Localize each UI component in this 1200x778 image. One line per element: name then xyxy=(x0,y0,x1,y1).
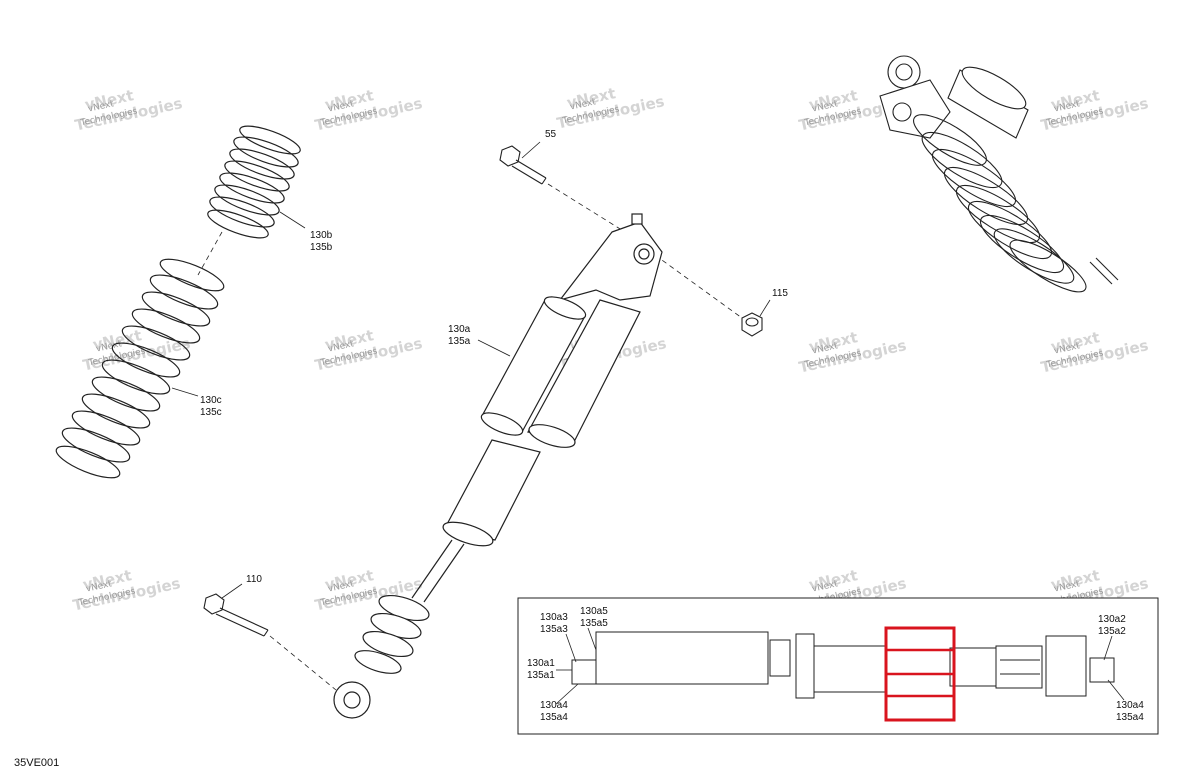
leader-line xyxy=(221,583,243,599)
callout-130a4-left: 130a4 xyxy=(540,700,568,711)
watermark: vNext Technologies vNext Technologies xyxy=(313,86,424,134)
inset-leaders xyxy=(555,627,1125,705)
nut-115 xyxy=(741,312,763,337)
bolt-alignment-line xyxy=(547,183,626,233)
callout-115: 115 xyxy=(772,288,788,299)
watermark: vNext Technologies vNext Technologies xyxy=(81,326,192,374)
figure-code: 35VE001 xyxy=(14,757,60,769)
bolt-alignment-line xyxy=(269,635,337,691)
upper-spring xyxy=(207,125,301,239)
watermark: vNext Technologies vNext Technologies xyxy=(1039,328,1150,376)
callout-130a1: 130a1 xyxy=(527,658,555,669)
bolt-110 xyxy=(203,593,269,637)
callout-135c: 135c xyxy=(200,407,222,418)
callout-135a4-right: 135a4 xyxy=(1116,712,1144,723)
callout-130c: 130c xyxy=(200,395,222,406)
inset-shock-body xyxy=(571,631,1115,699)
leader-line xyxy=(521,141,541,159)
leader-line xyxy=(279,211,306,229)
callout-130a2: 130a2 xyxy=(1098,614,1126,625)
callout-130b: 130b xyxy=(310,230,333,241)
callout-130a: 130a xyxy=(448,324,471,335)
bolt-55 xyxy=(499,145,547,185)
callout-135a5: 135a5 xyxy=(580,618,608,629)
callout-135a2: 135a2 xyxy=(1098,626,1126,637)
detail-inset: 130a3 135a3 130a5 135a5 130a1 135a1 130a… xyxy=(517,597,1159,735)
callout-110: 110 xyxy=(246,574,262,585)
leader-line xyxy=(477,339,511,357)
callout-135a1: 135a1 xyxy=(527,670,555,681)
callout-135a: 135a xyxy=(448,336,471,347)
watermark: vNext Technologies vNext Technologies xyxy=(313,326,424,374)
callout-55: 55 xyxy=(545,129,557,140)
watermark: vNext Technologies vNext Technologies xyxy=(555,84,666,132)
callout-130a5: 130a5 xyxy=(580,606,608,617)
lower-spring xyxy=(55,258,225,479)
assembled-shock xyxy=(879,55,1119,293)
callout-135a4-left: 135a4 xyxy=(540,712,568,723)
watermark: vNext Technologies vNext Technologies xyxy=(73,86,184,134)
callout-130a3: 130a3 xyxy=(540,612,568,623)
callout-130a4-right: 130a4 xyxy=(1116,700,1144,711)
shock-absorber xyxy=(333,213,663,719)
callout-135a3: 135a3 xyxy=(540,624,568,635)
leader-line xyxy=(171,387,199,397)
callout-135b: 135b xyxy=(310,242,333,253)
watermark: vNext Technologies vNext Technologies xyxy=(1039,86,1150,134)
watermark: vNext Technologies vNext Technologies xyxy=(797,328,908,376)
watermark: vNext Technologies vNext Technologies xyxy=(71,566,182,614)
nut-alignment-line xyxy=(654,254,743,319)
leader-line xyxy=(759,299,771,317)
